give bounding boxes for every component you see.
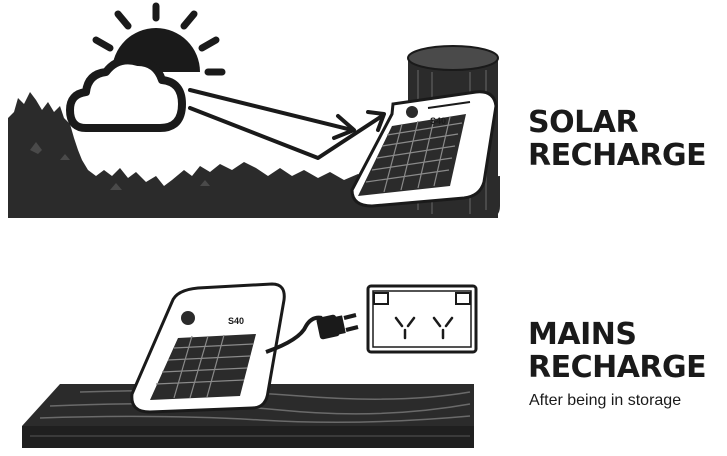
mains-energizer-model-label: S40 <box>228 316 244 326</box>
power-cable <box>265 315 323 354</box>
energizer-model-label: S40 <box>430 116 446 126</box>
cloud-icon <box>66 56 186 132</box>
mains-recharge-label: MAINS RECHARGE <box>528 317 707 385</box>
storage-note: After being in storage <box>529 392 682 409</box>
mains-energizer-icon: S40 <box>130 282 286 414</box>
mains-label-line2: RECHARGE <box>528 350 707 385</box>
solar-scene: S40 <box>8 2 500 218</box>
arrow-icon <box>188 88 386 160</box>
solar-energizer-icon: S40 <box>350 90 498 208</box>
mains-label-line1: MAINS <box>528 317 637 352</box>
solar-recharge-label: SOLAR RECHARGE <box>528 105 707 173</box>
power-outlet-icon <box>366 284 478 354</box>
solar-label-line2: RECHARGE <box>528 138 707 173</box>
mains-scene: S40 <box>22 282 478 448</box>
solar-label-line1: SOLAR <box>528 105 639 140</box>
plug-icon <box>316 313 359 340</box>
